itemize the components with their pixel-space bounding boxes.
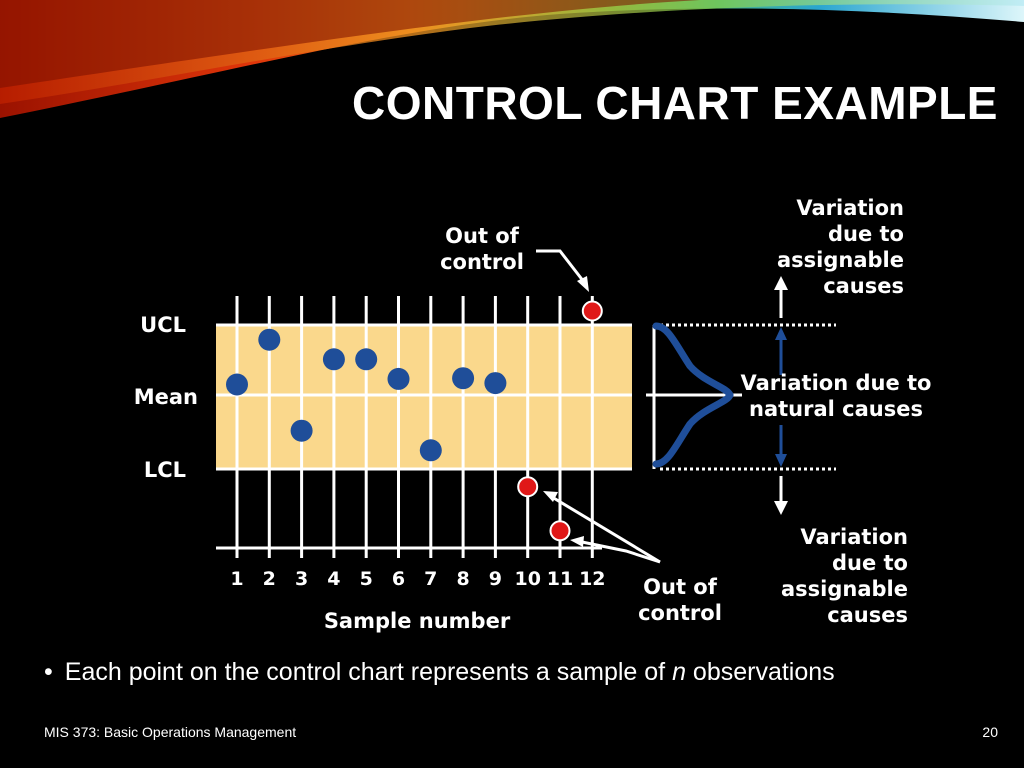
out-of-control-point xyxy=(549,520,571,542)
y-label-lcl: LCL xyxy=(144,458,186,482)
out-of-control-pointer-bottom-2 xyxy=(581,540,661,564)
bullet-dot: • xyxy=(44,658,53,686)
x-tick-label: 7 xyxy=(424,568,437,590)
x-axis-label: Sample number xyxy=(324,609,511,633)
out-of-control-pointer-bottom-1 xyxy=(551,495,661,564)
out-of-control-pointer-top-head xyxy=(577,276,589,292)
x-tick-label: 10 xyxy=(514,568,540,590)
out-of-control-label-top: Out of control xyxy=(440,224,524,274)
out-of-control-pointer-bottom-2-head xyxy=(570,536,584,547)
header-swoosh xyxy=(0,0,1024,118)
out-of-control-pointer-top xyxy=(536,249,586,283)
natural-arrow-up-head xyxy=(775,327,787,340)
assignable-arrow-down-head xyxy=(774,501,788,515)
y-label-mean: Mean xyxy=(134,385,198,409)
y-label-ucl: UCL xyxy=(140,313,186,337)
data-point xyxy=(322,348,345,371)
bullet-text-prefix: Each point on the control chart represen… xyxy=(64,658,673,686)
data-point xyxy=(452,367,475,390)
natural-arrow-down-head xyxy=(775,454,787,467)
data-point xyxy=(387,367,410,390)
x-tick-label: 9 xyxy=(489,568,502,590)
normal-distribution-curve xyxy=(652,322,734,468)
out-of-control-pointer-bottom-1-head xyxy=(543,491,558,502)
data-point xyxy=(226,373,248,396)
out-of-control-point xyxy=(581,300,603,322)
data-point xyxy=(355,348,378,371)
data-point xyxy=(290,419,313,442)
data-point xyxy=(258,328,281,351)
x-tick-label: 8 xyxy=(456,568,469,590)
natural-causes-label: Variation due to natural causes xyxy=(740,371,932,421)
x-tick-label: 12 xyxy=(579,568,605,590)
assignable-causes-label-bottom: Variation due to assignable causes xyxy=(781,525,908,627)
x-tick-label: 2 xyxy=(263,568,276,590)
bullet-text-suffix: observations xyxy=(685,658,835,686)
page-number: 20 xyxy=(982,724,998,740)
x-tick-label: 6 xyxy=(392,568,405,590)
bullet-variable: n xyxy=(672,658,686,686)
x-tick-label: 4 xyxy=(327,568,340,590)
data-point xyxy=(484,372,507,395)
out-of-control-label-bottom: Out of control xyxy=(638,575,722,625)
x-tick-label: 3 xyxy=(295,568,308,590)
x-tick-label: 11 xyxy=(547,568,573,590)
x-tick-label: 5 xyxy=(360,568,373,590)
footer-course-title: MIS 373: Basic Operations Management xyxy=(44,724,297,740)
bullet-point: • Each point on the control chart represe… xyxy=(44,658,835,687)
x-tick-label: 1 xyxy=(230,568,243,590)
page-title: CONTROL CHART EXAMPLE xyxy=(352,77,998,129)
out-of-control-point xyxy=(517,476,539,498)
assignable-arrow-up-head xyxy=(774,276,788,290)
data-point xyxy=(419,439,442,462)
assignable-causes-label-top: Variation due to assignable causes xyxy=(777,196,904,298)
